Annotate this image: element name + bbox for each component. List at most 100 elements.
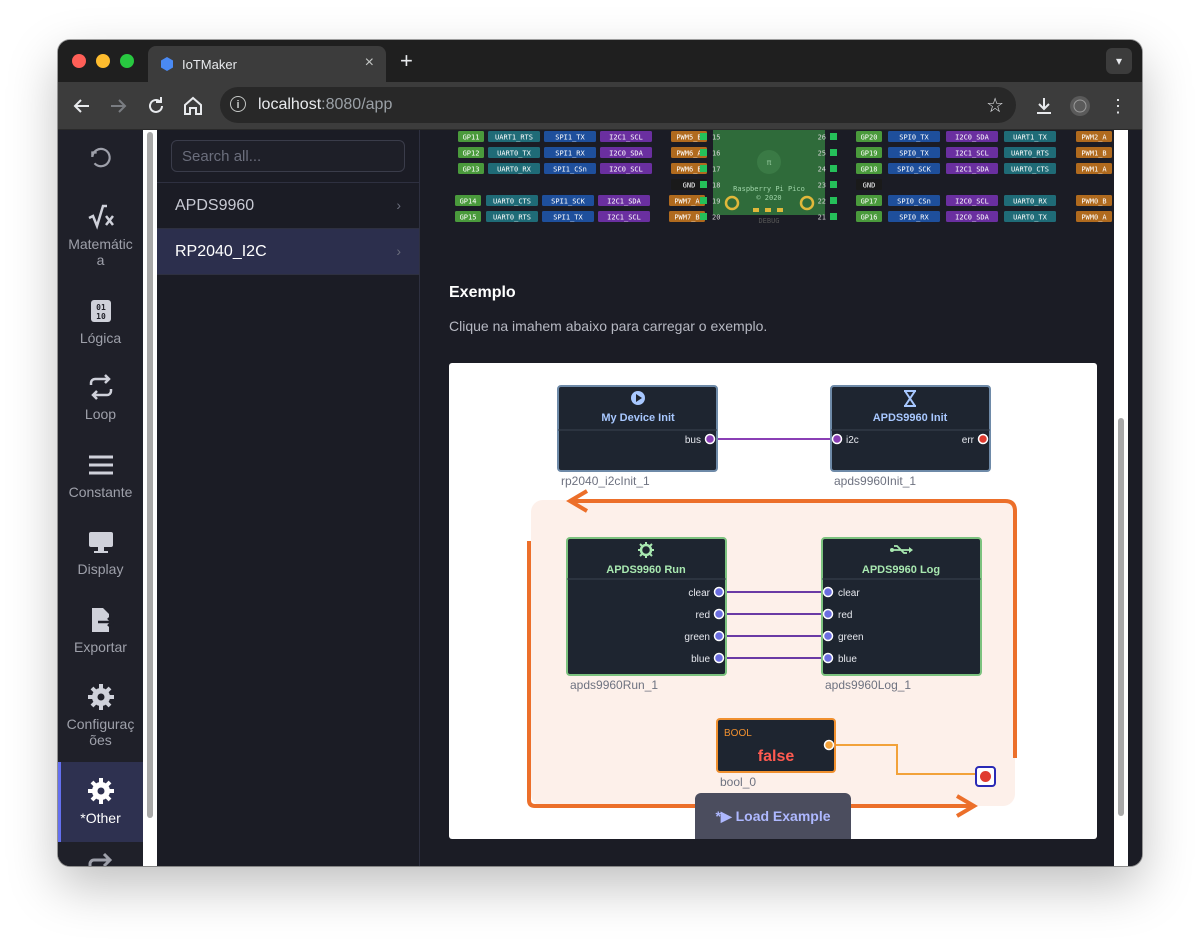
more-menu-icon[interactable]: ⋮: [1109, 96, 1127, 116]
node-my-device-init[interactable]: My Device Init bus: [557, 385, 718, 472]
pin-label: UART0_RX: [497, 166, 532, 174]
pin-pad: [700, 133, 707, 140]
nav-label: Loop: [84, 406, 117, 422]
node-apds9960-init[interactable]: APDS9960 Init i2c err: [830, 385, 991, 472]
port-dot[interactable]: [713, 652, 725, 664]
pin-label-box: [1076, 163, 1112, 174]
pin-number: 16: [712, 150, 720, 158]
pin-pad: [700, 213, 707, 220]
port-dot[interactable]: [713, 630, 725, 642]
reload-icon[interactable]: [144, 94, 168, 118]
new-tab-button[interactable]: +: [400, 48, 413, 73]
pin-label: I2C0_SCL: [955, 198, 989, 206]
node-graph[interactable]: My Device Init bus rp2040_i2cInit_1 APDS…: [449, 363, 1097, 839]
port-dot[interactable]: [822, 586, 834, 598]
nav-item-matematica[interactable]: Matemátic a: [58, 202, 143, 272]
port-dot[interactable]: [822, 608, 834, 620]
gear-icon: [87, 778, 114, 804]
share-arrow-icon[interactable]: [86, 852, 116, 866]
undo-icon[interactable]: [88, 146, 114, 172]
port-dot[interactable]: [822, 652, 834, 664]
tab-close-icon[interactable]: ×: [364, 54, 374, 71]
hourglass-icon: [904, 390, 916, 407]
nav-item-loop[interactable]: Loop: [58, 372, 143, 432]
port-dot[interactable]: [704, 433, 716, 445]
pin-label: PWM0_B: [1081, 198, 1106, 206]
node-apds9960-log[interactable]: APDS9960 Log clear red green blue: [821, 537, 982, 676]
sidebar-scrollbar-thumb[interactable]: [147, 132, 153, 818]
loop-path-bottom: [527, 541, 974, 808]
load-example-button[interactable]: *▶ Load Example: [695, 793, 851, 839]
pin-label: SPI1_CSn: [553, 166, 587, 174]
maximize-window-button[interactable]: [120, 54, 134, 68]
pin-label-box: [671, 131, 707, 142]
pin-label: I2C1_SCL: [955, 150, 989, 158]
url-text[interactable]: localhost:8080/app: [258, 96, 393, 113]
pin-label: GP20: [861, 134, 878, 142]
pin-label-box: [458, 147, 484, 158]
search-input[interactable]: [171, 140, 405, 172]
pi-symbol: π: [767, 158, 772, 167]
svg-text:01: 01: [96, 303, 106, 312]
chevron-right-icon: ›: [396, 197, 401, 213]
library-item-rp2040-i2c[interactable]: RP2040_I2C ›: [157, 228, 419, 275]
pin-pad: [700, 165, 707, 172]
node-caption: apds9960Log_1: [825, 678, 911, 692]
pin-label: GP18: [861, 166, 878, 174]
pin-label-box: [888, 163, 940, 174]
pin-label: PWM1_A: [1081, 166, 1107, 174]
nav-item-exportar[interactable]: Exportar: [58, 605, 143, 665]
nav-label: *Other: [80, 810, 121, 826]
back-arrow-icon[interactable]: [70, 94, 94, 118]
pin-label-box: [888, 131, 940, 142]
port-label: clear: [688, 588, 710, 599]
mount-hole: [724, 195, 740, 211]
profile-avatar-icon[interactable]: [1068, 94, 1092, 118]
main-scrollbar[interactable]: [1114, 130, 1128, 866]
pin-label-box: [544, 163, 596, 174]
address-bar[interactable]: i localhost:8080/app ☆: [220, 87, 1016, 123]
pin-label: GND: [683, 182, 696, 190]
port-dot[interactable]: [823, 739, 835, 751]
hexagon-favicon-icon: [161, 57, 173, 71]
pin-label-box: [1076, 131, 1112, 142]
download-icon[interactable]: [1032, 94, 1056, 118]
pin-label: UART1_RTS: [495, 134, 533, 142]
pin-label: PWM6_B: [676, 166, 701, 174]
example-canvas[interactable]: My Device Init bus rp2040_i2cInit_1 APDS…: [449, 363, 1097, 839]
port-dot[interactable]: [713, 608, 725, 620]
port-dot[interactable]: [831, 433, 843, 445]
port-dot[interactable]: [713, 586, 725, 598]
site-info-icon[interactable]: i: [230, 96, 246, 112]
nav-item-constante[interactable]: Constante: [58, 450, 143, 510]
port-dot[interactable]: [822, 630, 834, 642]
nav-item-display[interactable]: Display: [58, 527, 143, 587]
node-apds9960-run[interactable]: APDS9960 Run clear red green blue: [566, 537, 727, 676]
pin-label-box: [946, 195, 998, 206]
minimize-window-button[interactable]: [96, 54, 110, 68]
node-caption: apds9960Run_1: [570, 678, 658, 692]
home-icon[interactable]: [181, 94, 205, 118]
browser-tab[interactable]: IoTMaker ×: [148, 46, 386, 82]
tab-search-chevron-icon[interactable]: ▾: [1106, 48, 1132, 74]
nav-label: Exportar: [74, 639, 127, 655]
pin-label-box: [856, 195, 882, 206]
bookmark-star-icon[interactable]: ☆: [986, 95, 1004, 117]
nav-item-other[interactable]: *Other: [58, 762, 143, 842]
pin-label-box: [1004, 163, 1056, 174]
pin-label-box: [486, 195, 538, 206]
pin-pad: [830, 133, 837, 140]
node-bool-constant[interactable]: BOOL false: [716, 718, 836, 773]
library-item-apds9960[interactable]: APDS9960 ›: [157, 182, 419, 229]
nav-label: Configuraç ões: [66, 716, 135, 748]
forward-arrow-icon[interactable]: [106, 94, 130, 118]
close-window-button[interactable]: [72, 54, 86, 68]
error-port-dot[interactable]: [977, 433, 989, 445]
pin-label: GP17: [861, 198, 878, 206]
pin-label-box: [1076, 211, 1112, 222]
sidebar-scrollbar[interactable]: [143, 130, 157, 866]
main-scrollbar-thumb[interactable]: [1118, 418, 1124, 816]
nav-item-configuracoes[interactable]: Configuraç ões: [58, 682, 143, 752]
